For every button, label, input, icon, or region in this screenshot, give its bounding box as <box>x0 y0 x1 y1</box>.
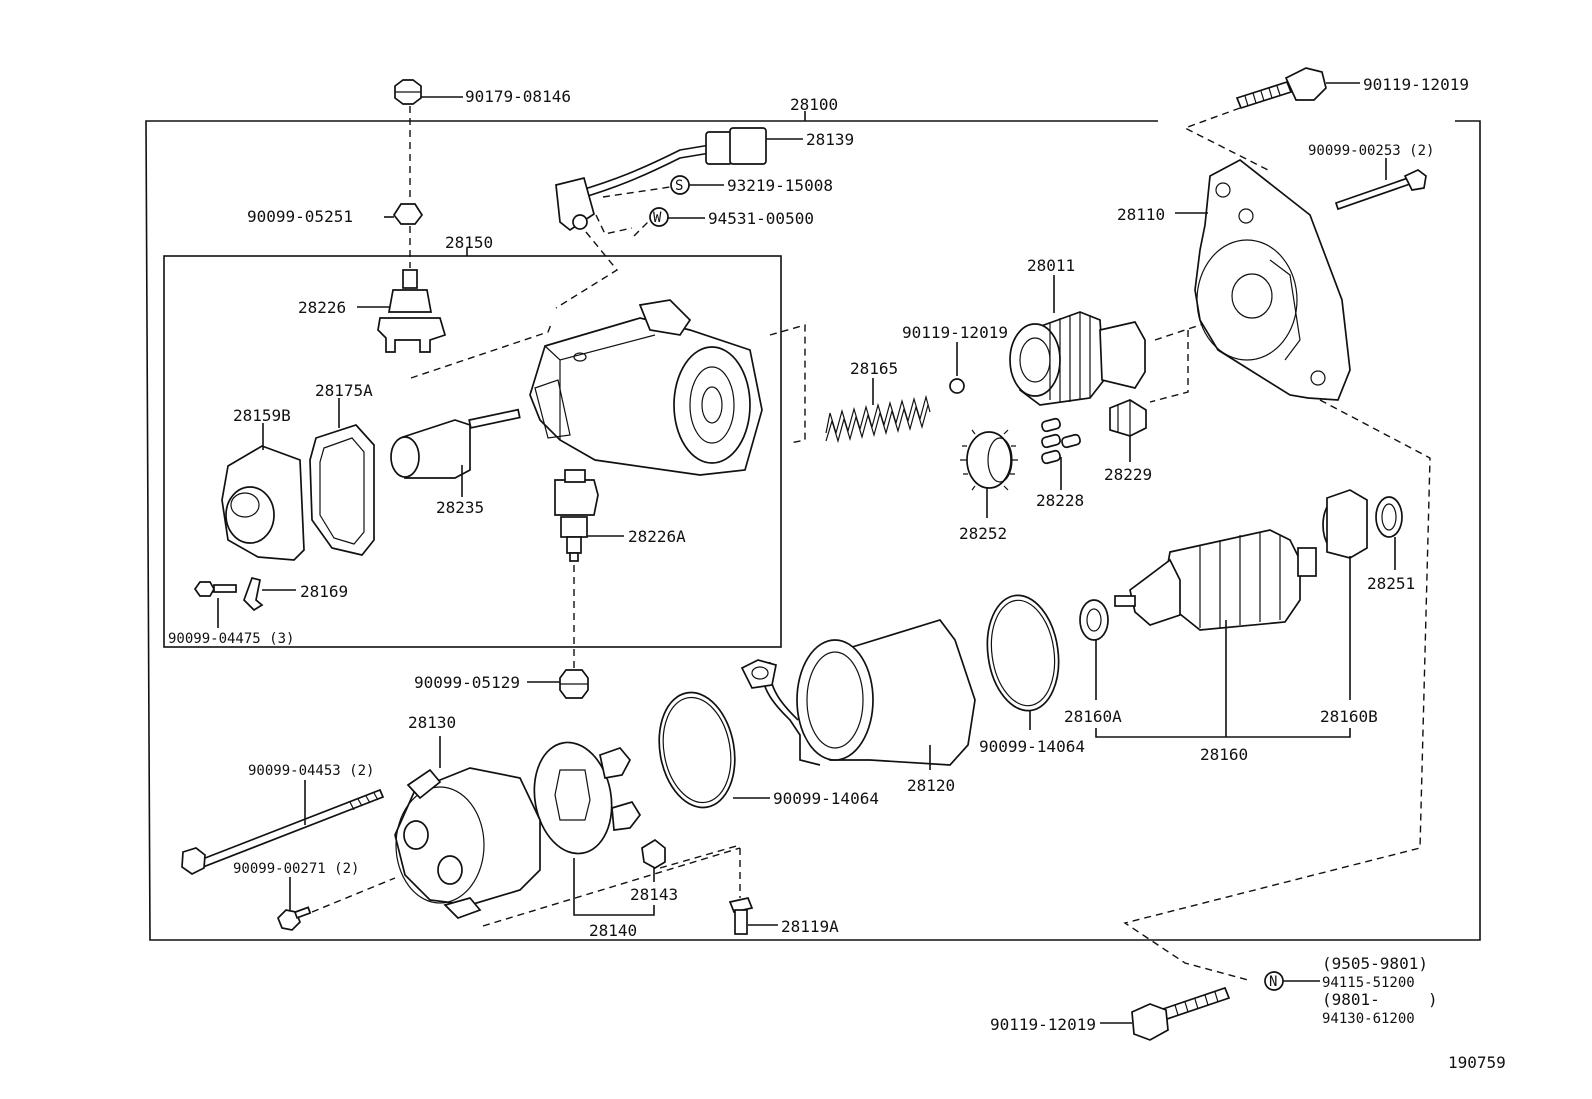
gear-28252 <box>960 429 1018 491</box>
bolt-90099-04475 <box>193 581 237 597</box>
label-28169: 28169 <box>300 582 348 601</box>
front-housing-28110 <box>1194 158 1351 401</box>
label-90099-14064-left: 90099-14064 <box>773 789 879 808</box>
plunger-28235 <box>390 408 521 479</box>
bolt-90119-bottom <box>1131 986 1231 1041</box>
label-93219-15008: 93219-15008 <box>727 176 833 195</box>
callout-w-symbol <box>649 207 669 227</box>
spring-28165 <box>825 394 931 444</box>
terminal-28226 <box>377 269 447 353</box>
label-90099-00253: 90099-00253 (2) <box>1308 143 1434 159</box>
label-28011: 28011 <box>1027 256 1075 275</box>
bolt-90099-00253 <box>1334 169 1427 211</box>
o-ring-right <box>986 594 1060 712</box>
label-28252: 28252 <box>959 524 1007 543</box>
starter-assembly-frame <box>145 111 1481 941</box>
ball-90119 <box>949 378 965 394</box>
label-9801: (9801- ) <box>1322 990 1438 1009</box>
label-28235: 28235 <box>436 498 484 517</box>
label-28100: 28100 <box>790 95 838 114</box>
label-90119-12019-top: 90119-12019 <box>1363 75 1469 94</box>
nut-90179 <box>394 79 422 105</box>
clip-28169 <box>243 576 264 612</box>
label-28229: 28229 <box>1104 465 1152 484</box>
label-28160: 28160 <box>1200 745 1248 764</box>
screw-90099-00271 <box>277 906 312 931</box>
bearing-28160A <box>1079 599 1109 641</box>
label-28165: 28165 <box>850 359 898 378</box>
label-28175A: 28175A <box>315 381 373 400</box>
label-28160A: 28160A <box>1064 707 1122 726</box>
label-28160B: 28160B <box>1320 707 1378 726</box>
label-28226A: 28226A <box>628 527 686 546</box>
label-94130-61200: 94130-61200 <box>1322 1011 1415 1027</box>
label-90179-08146: 90179-08146 <box>465 87 571 106</box>
label-90099-04475: 90099-04475 (3) <box>168 631 294 647</box>
label-28159B: 28159B <box>233 406 291 425</box>
label-28226: 28226 <box>298 298 346 317</box>
end-frame-28130 <box>394 767 541 919</box>
label-94115-51200: 94115-51200 <box>1322 975 1415 991</box>
washer-28251 <box>1375 496 1403 538</box>
label-28228: 28228 <box>1036 491 1084 510</box>
label-28251: 28251 <box>1367 574 1415 593</box>
label-90119-12019-bottom: 90119-12019 <box>990 1015 1096 1034</box>
cover-28159B <box>221 445 305 561</box>
label-90099-05251: 90099-05251 <box>247 207 353 226</box>
terminal-28226A <box>554 469 599 562</box>
label-90099-05129: 90099-05129 <box>414 673 520 692</box>
switch-assembly-frame <box>163 248 782 648</box>
callout-w-text: W <box>653 210 662 226</box>
reference-number: 190759 <box>1448 1053 1506 1072</box>
label-28120: 28120 <box>907 776 955 795</box>
label-28139: 28139 <box>806 130 854 149</box>
armature-28160 <box>1114 529 1317 631</box>
gasket-28175A <box>309 424 375 556</box>
label-28150: 28150 <box>445 233 493 252</box>
callout-s-text: S <box>675 178 683 194</box>
o-ring-left <box>658 691 736 809</box>
callout-n-text: N <box>1269 974 1277 990</box>
label-28119A: 28119A <box>781 917 839 936</box>
bolt-90119-top <box>1235 67 1327 110</box>
brush-holder-28140 <box>533 741 642 855</box>
clutch-28011 <box>1009 311 1146 406</box>
label-94531-00500: 94531-00500 <box>708 209 814 228</box>
screw-28119A <box>728 897 754 935</box>
nut-90099-05129 <box>559 669 589 699</box>
yoke-28120 <box>740 619 976 766</box>
label-90099-00271: 90099-00271 (2) <box>233 861 359 877</box>
label-90099-14064-right: 90099-14064 <box>979 737 1085 756</box>
label-28140: 28140 <box>589 921 637 940</box>
nut-90099-05251 <box>392 203 424 225</box>
retainer-28229 <box>1109 399 1147 437</box>
lead-wire-28139 <box>555 127 767 232</box>
spring-28143 <box>641 838 666 869</box>
label-90119-12019-mid: 90119-12019 <box>902 323 1008 342</box>
label-28110: 28110 <box>1117 205 1165 224</box>
label-28143: 28143 <box>630 885 678 904</box>
rollers-28228 <box>1041 417 1081 465</box>
solenoid-housing <box>529 299 763 476</box>
label-9505-9801: (9505-9801) <box>1322 954 1428 973</box>
bearing-28160B <box>1322 489 1368 559</box>
bolt-90099-04453 <box>181 788 385 875</box>
label-28130: 28130 <box>408 713 456 732</box>
label-90099-04453: 90099-04453 (2) <box>248 763 374 779</box>
